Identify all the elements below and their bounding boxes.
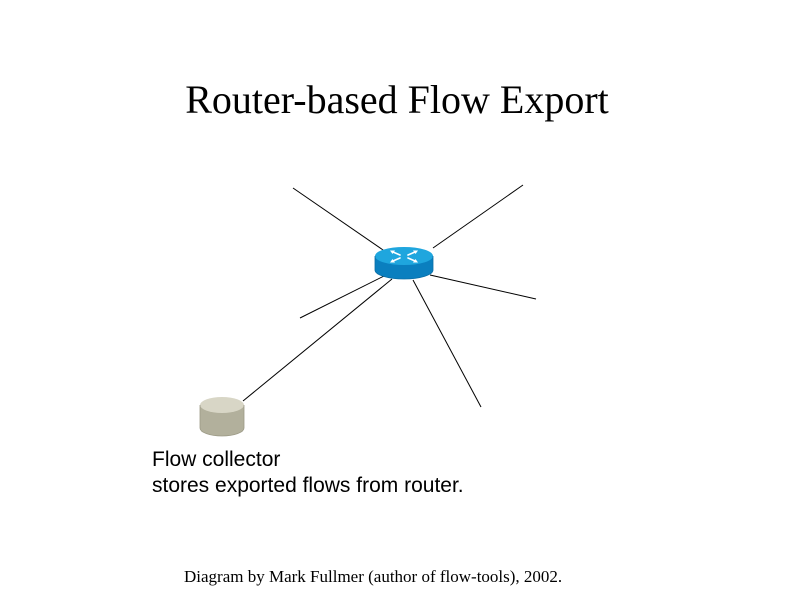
link-right bbox=[429, 274, 537, 300]
collector-caption: Flow collector stores exported flows fro… bbox=[152, 447, 464, 499]
link-to-collector bbox=[242, 278, 393, 402]
link-upper-left bbox=[292, 187, 387, 253]
diagram-credit: Diagram by Mark Fullmer (author of flow-… bbox=[184, 567, 563, 586]
slide-title: Router-based Flow Export bbox=[185, 77, 609, 122]
link-lower-right bbox=[412, 279, 482, 408]
caption-line-2: stores exported flows from router. bbox=[152, 474, 464, 497]
link-upper-right bbox=[432, 184, 524, 249]
flow-collector-icon bbox=[199, 397, 245, 437]
link-left bbox=[299, 274, 387, 319]
router-icon bbox=[374, 247, 434, 280]
caption-line-1: Flow collector bbox=[152, 448, 281, 471]
